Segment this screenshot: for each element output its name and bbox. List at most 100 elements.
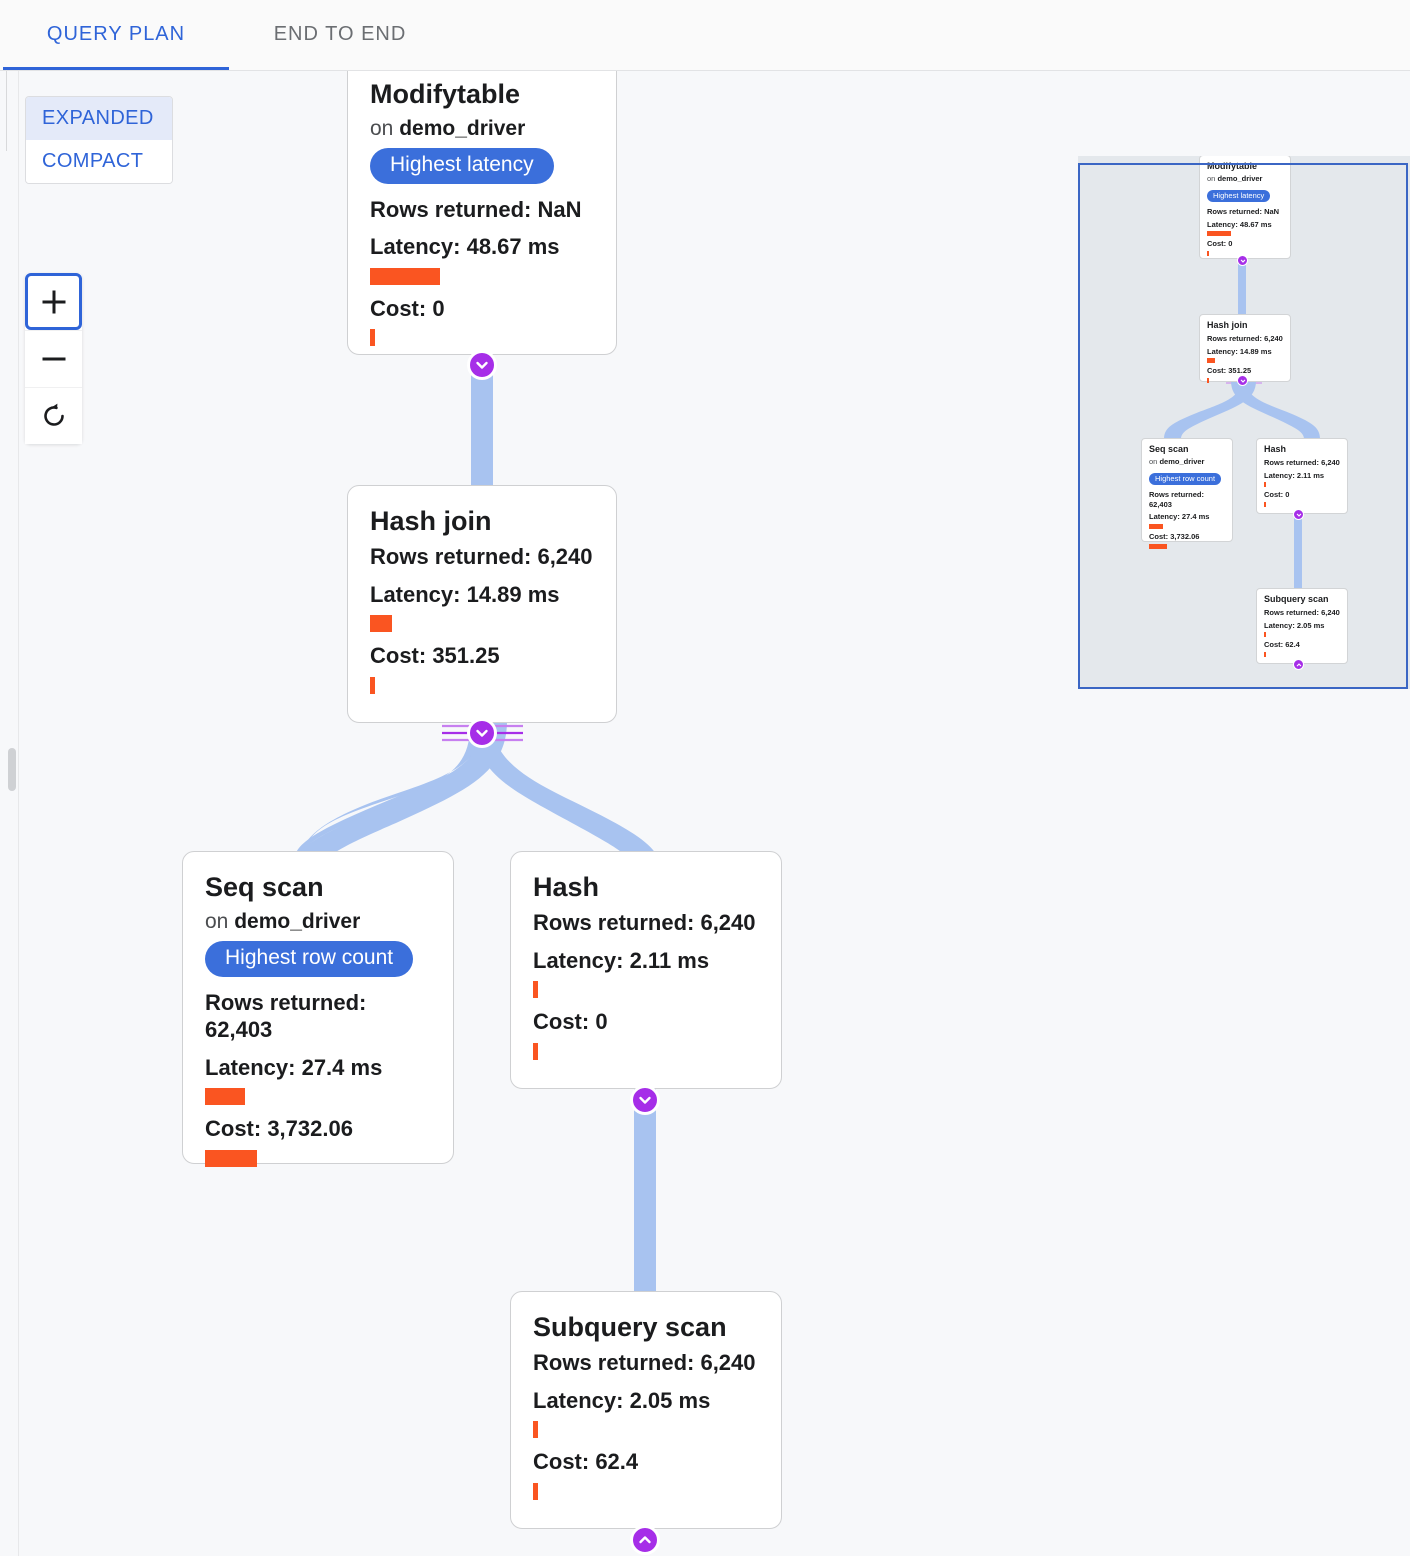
latency-value: Latency: 2.11 ms: [533, 947, 710, 973]
cost-bar: [1207, 378, 1209, 384]
rows-returned: Rows returned: 6,240: [533, 1350, 756, 1376]
plan-node-modifytable[interactable]: Modifytable on demo_driver Highest laten…: [347, 71, 617, 355]
minimap-panel[interactable]: Modifytable on demo_driver Highest laten…: [1078, 156, 1410, 689]
cost-value: Cost: 351.25: [370, 643, 500, 669]
zoom-reset-button[interactable]: [25, 387, 82, 444]
query-plan-canvas[interactable]: Modifytable on demo_driver Highest laten…: [0, 71, 1410, 1556]
node-title: Modifytable: [1207, 161, 1258, 171]
cost-bar: [370, 676, 375, 694]
cost-value: Cost: 62.4: [1264, 640, 1300, 650]
view-mode-expanded[interactable]: EXPANDED: [26, 97, 172, 140]
on-prefix: on: [370, 117, 394, 141]
latency-value: Latency: 2.05 ms: [533, 1387, 711, 1413]
cost-value: Cost: 0: [370, 295, 445, 321]
canvas-divider: [18, 71, 19, 1556]
rows-returned: Rows returned: 62,403: [1149, 489, 1205, 509]
latency-value: Latency: 27.4 ms: [205, 1054, 383, 1080]
latency-value: Latency: 48.67 ms: [370, 234, 560, 260]
latency-value: Latency: 48.67 ms: [1207, 219, 1272, 229]
collapse-toggle-subquery-scan[interactable]: [630, 1525, 660, 1555]
cost-bar: [1264, 502, 1266, 508]
status-badge: Highest row count: [205, 941, 414, 977]
latency-bar: [1264, 482, 1266, 488]
node-title: Seq scan: [205, 872, 324, 902]
minimap-toggle-subquery-scan: [1293, 659, 1304, 670]
chevron-down-icon: [476, 729, 488, 737]
latency-value: Latency: 27.4 ms: [1149, 512, 1210, 522]
rows-returned: Rows returned: NaN: [370, 196, 582, 222]
node-title: Hash: [533, 872, 600, 902]
panel-resize-handle[interactable]: [8, 748, 16, 791]
chevron-up-icon: [639, 1536, 651, 1544]
cost-value: Cost: 62.4: [533, 1449, 639, 1475]
node-title: Hash join: [1207, 320, 1248, 330]
collapse-toggle-hash[interactable]: [630, 1085, 660, 1115]
cost-value: Cost: 0: [1207, 239, 1233, 249]
node-title: Subquery scan: [533, 1312, 727, 1342]
cost-value: Cost: 0: [1264, 490, 1290, 500]
rows-returned: Rows returned: 6,240: [1264, 457, 1340, 467]
on-prefix: on: [1207, 173, 1216, 183]
zoom-out-button[interactable]: [25, 330, 82, 387]
latency-bar: [1207, 358, 1215, 364]
latency-bar: [1207, 231, 1231, 237]
node-title: Modifytable: [370, 79, 521, 109]
cost-bar: [370, 329, 375, 347]
node-relation: on demo_driver: [1149, 457, 1226, 466]
latency-value: Latency: 14.89 ms: [370, 581, 560, 607]
relation-name: demo_driver: [1217, 173, 1263, 183]
cost-bar: [533, 1482, 538, 1500]
collapse-toggle-hash-join[interactable]: [467, 718, 497, 748]
latency-bar: [370, 267, 440, 285]
plan-node-hash-join[interactable]: Hash join Rows returned: 6,240 Latency: …: [347, 485, 617, 723]
chevron-down-icon: [1240, 379, 1245, 383]
zoom-controls[interactable]: [25, 273, 82, 444]
plus-icon: [42, 290, 65, 313]
rows-returned: Rows returned: NaN: [1207, 206, 1280, 216]
tab-query-plan[interactable]: QUERY PLAN: [3, 0, 229, 68]
plan-node-seq-scan[interactable]: Seq scan on demo_driver Highest row coun…: [182, 851, 454, 1167]
latency-value: Latency: 14.89 ms: [1207, 346, 1272, 356]
view-mode-compact[interactable]: COMPACT: [26, 140, 172, 183]
collapse-toggle-modifytable[interactable]: [467, 350, 497, 380]
minimap-node-modifytable: Modifytable on demo_driver Highest laten…: [1199, 156, 1291, 259]
node-relation: on demo_driver: [370, 116, 594, 141]
latency-value: Latency: 2.11 ms: [1264, 470, 1325, 480]
chevron-down-icon: [1296, 513, 1301, 517]
cost-bar: [205, 1149, 257, 1167]
cost-value: Cost: 351.25: [1207, 366, 1252, 376]
tab-end-to-end[interactable]: END TO END: [245, 0, 435, 68]
view-mode-toggle[interactable]: EXPANDED COMPACT: [25, 96, 173, 184]
node-relation: on demo_driver: [205, 909, 431, 934]
minimap-edges: [1164, 259, 1320, 590]
cost-value: Cost: 0: [533, 1009, 608, 1035]
tab-bar: QUERY PLAN END TO END: [0, 0, 1410, 71]
zoom-in-button[interactable]: [25, 273, 82, 330]
status-badge: Highest latency: [370, 148, 554, 184]
cost-value: Cost: 3,732.06: [1149, 532, 1200, 542]
chevron-up-icon: [1296, 662, 1301, 666]
minimap-node-seq-scan: Seq scan on demo_driver Highest row coun…: [1141, 438, 1233, 549]
minimap-node-hash: Hash Rows returned: 6,240 Latency: 2.11 …: [1256, 438, 1348, 514]
relation-name: demo_driver: [399, 117, 526, 141]
cost-bar: [1207, 251, 1209, 257]
reset-icon: [43, 403, 64, 426]
minimap-toggle-hash: [1293, 509, 1304, 520]
latency-bar: [533, 981, 538, 999]
minus-icon: [42, 357, 65, 361]
chevron-down-icon: [476, 361, 488, 369]
cost-value: Cost: 3,732.06: [205, 1116, 353, 1142]
relation-name: demo_driver: [234, 910, 361, 934]
node-title: Hash: [1264, 444, 1287, 454]
active-tab-indicator: [3, 67, 229, 70]
cost-bar: [1264, 652, 1266, 658]
plan-node-subquery-scan[interactable]: Subquery scan Rows returned: 6,240 Laten…: [510, 1291, 782, 1529]
plan-node-hash[interactable]: Hash Rows returned: 6,240 Latency: 2.11 …: [510, 851, 782, 1089]
minimap-node-hash-join: Hash join Rows returned: 6,240 Latency: …: [1199, 314, 1291, 384]
minimap-toggle-modifytable: [1237, 255, 1248, 266]
rows-returned: Rows returned: 6,240: [1207, 333, 1283, 343]
rows-returned: Rows returned: 6,240: [370, 544, 593, 570]
chevron-down-icon: [1240, 259, 1245, 263]
rows-returned: Rows returned: 62,403: [205, 989, 367, 1043]
latency-bar: [1264, 632, 1266, 638]
